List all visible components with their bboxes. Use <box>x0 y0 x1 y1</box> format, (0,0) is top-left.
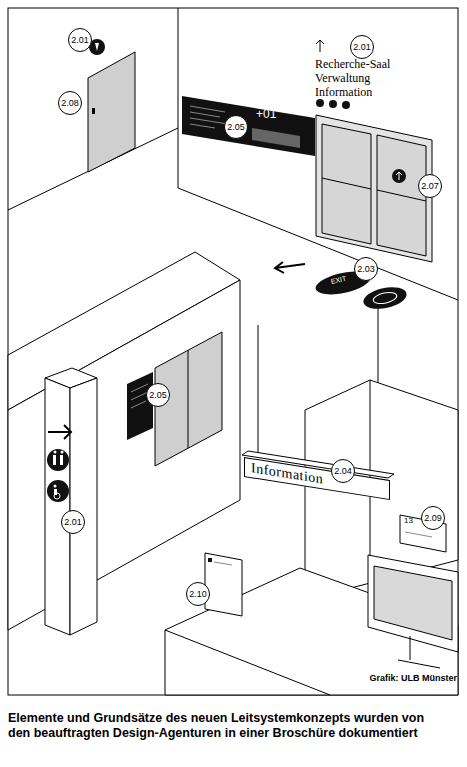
callout-text: 2.08 <box>61 98 79 108</box>
callout-number: 2.04 <box>331 459 355 483</box>
callout-text: 2.07 <box>421 181 439 191</box>
callout-number: 2.07 <box>418 174 442 198</box>
callout-number: 2.05 <box>146 383 170 407</box>
wall-sign-text: Information <box>315 86 372 99</box>
callout-text: 2.05 <box>149 390 167 400</box>
credit: Grafik: ULB Münster <box>369 674 457 684</box>
callout-text: 2.09 <box>424 513 442 523</box>
callout-number: 2.05 <box>224 115 248 139</box>
callout-number: 2.09 <box>421 506 445 530</box>
sign-number: 13 <box>404 517 413 526</box>
callout-text: 2.01 <box>71 35 89 45</box>
sign-text: Information <box>251 460 323 487</box>
callout-text: 2.03 <box>357 264 375 274</box>
display-text: +01 <box>256 108 276 121</box>
callout-text: 2.10 <box>189 589 207 599</box>
callout-number: 2.10 <box>186 582 210 606</box>
caption: Elemente und Grundsätze des neuen Leitsy… <box>8 711 448 741</box>
wall-sign-text: Verwaltung <box>315 72 370 85</box>
hanging-sign: Information <box>244 457 390 500</box>
callout-number: 2.03 <box>354 257 378 281</box>
wall-sign-text: Recherche-Saal <box>315 58 390 71</box>
callout-number: 2.01 <box>350 35 374 59</box>
floor-sign-text: EXIT <box>330 275 347 286</box>
callout-text: 2.01 <box>64 517 82 527</box>
callout-text: 2.01 <box>353 42 371 52</box>
callout-number: 2.08 <box>58 91 82 115</box>
callout-number: 2.01 <box>68 28 92 52</box>
callout-text: 2.04 <box>334 466 352 476</box>
callout-number: 2.01 <box>61 510 85 534</box>
callout-text: 2.05 <box>227 122 245 132</box>
